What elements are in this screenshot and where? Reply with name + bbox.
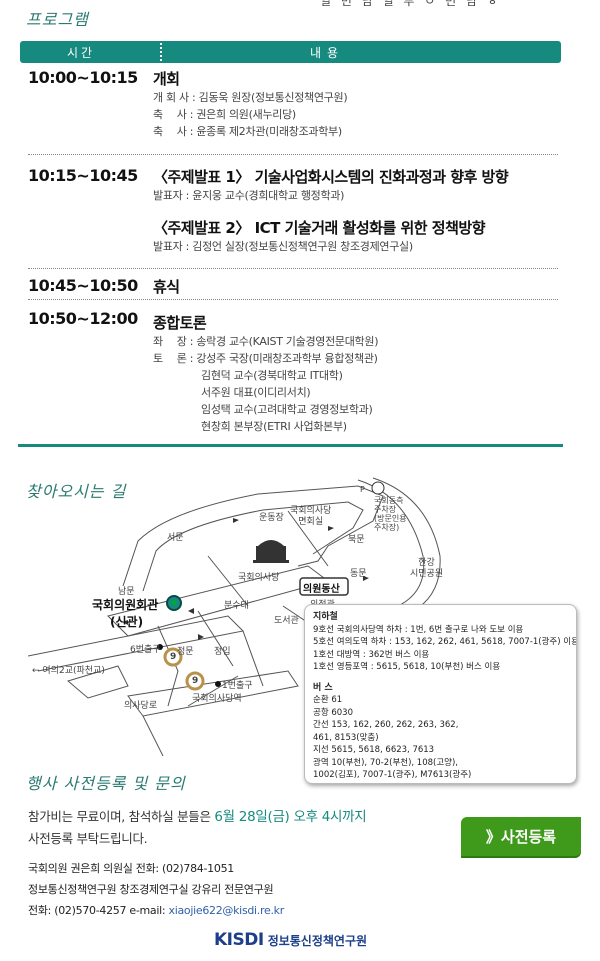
subway-line: 1호선 영등포역 : 5615, 5618, 10(부천) 버스 이용 [313, 662, 501, 672]
map-label-hangang-park: 한강 시민공원 [410, 558, 444, 579]
top-cut-text: 일 빈 남 일 부 ㅇ 빈 남 ㅎ [320, 0, 501, 8]
bus-line: 간선 153, 162, 260, 262, 263, 362, [313, 720, 459, 730]
contact-line: 정보통신정책연구원 창조경제연구실 강유리 전문연구원 [28, 883, 274, 896]
header-separator [160, 43, 162, 61]
header-content: 내용 [310, 46, 345, 60]
panel-member: 서주원 대표(이디리서치) [201, 386, 311, 399]
row-detail: 발표자 : 윤지웅 교수(경희대학교 행정학과) [153, 189, 345, 202]
transit-info-box: 지하철 9호선 국회의사당역 하차 : 1번, 6번 출구로 나와 도보 이용 … [304, 604, 577, 784]
map-label-parking: 국회동측 주차장 (방문인용 주차장) [374, 496, 407, 532]
bus-title: 버 스 [313, 682, 333, 693]
bus-line: 461, 8153(맞춤) [313, 732, 379, 743]
row-detail: 축 사 : 권은희 의원(새누리당) [153, 108, 296, 121]
contact-email-link[interactable]: xiaojie622@kisdi.re.kr [168, 904, 285, 917]
row-title: 〈주제발표 1〉 기술사업화시스템의 진화과정과 향후 방향 [153, 168, 509, 186]
directions-section-title: 찾아오시는 길 [26, 482, 127, 501]
registration-line2: 사전등록 부탁드립니다. [28, 831, 148, 846]
bus-line: 광역 10(부천), 70-2(부천), 108(고양), [313, 757, 458, 768]
row-detail: 발표자 : 김정언 실장(정보통신정책연구원 창조경제연구실) [153, 240, 413, 253]
program-table-header: 시간 내용 [20, 41, 561, 63]
row-time: 10:00~10:15 [28, 68, 138, 87]
row-divider [28, 299, 558, 300]
map-drawing [28, 477, 441, 757]
program-row: 10:50~12:00 종합토론 좌 장 : 송락경 교수(KAIST 기술경영… [28, 309, 560, 439]
map-label-station: 국회의사당역 [192, 694, 242, 704]
map-label-namnum: 남문 [118, 587, 135, 597]
map-label-jeongmun: 정문 [177, 647, 194, 657]
registration-line1: 참가비는 무료이며, 참석하실 분들은 [28, 809, 215, 824]
subway-line: 5호선 여의도역 하차 : 153, 162, 262, 461, 5618, … [313, 637, 577, 647]
bus-line: 공항 6030 [313, 707, 353, 718]
map-label-dongmun: 동문 [350, 569, 367, 579]
map-label-member-building: 국회의원회관 [92, 598, 159, 612]
row-detail: 축 사 : 윤종록 제2차관(미래창조과학부) [153, 125, 342, 138]
location-map: P 국회동측 주차장 (방문인용 주차장) 운동장 국회의사당 면회실 서문 북… [28, 466, 583, 786]
panel-member: 김현덕 교수(경북대학교 IT대학) [201, 369, 343, 382]
assembly-building-icon [253, 540, 289, 563]
subway-line: 9호선 국회의사당역 하차 : 1번, 6번 출구로 나와 도보 이용 [313, 624, 524, 635]
map-label-assembly: 국회의사당 [238, 573, 280, 583]
p-icon: P [360, 485, 365, 494]
program-row: 10:15~10:45 〈주제발표 1〉 기술사업화시스템의 진화과정과 향후 … [28, 166, 560, 262]
subway-line: 1호선 대방역 : 362번 버스 이용 [313, 649, 430, 660]
contact-line: 전화: (02)570-4257 e-mail: [28, 904, 169, 917]
program-section-title: 프로그램 [26, 10, 89, 29]
line9-label-1: 9 [170, 652, 177, 662]
map-label-yeouigyo: ← 여의2교(파천교) [32, 666, 105, 676]
program-row: 10:45~10:50 휴식 [28, 276, 560, 298]
logo-org: 정보통신정책연구원 [267, 934, 368, 948]
map-label-assembly-hall: 국회의사당 면회실 [290, 506, 332, 527]
row-title-2: 〈주제발표 2〉 ICT 기술거래 활성화를 위한 정책방향 [153, 219, 486, 237]
map-label-uiwon: 의원동산 [303, 584, 340, 595]
map-label-seomun: 서문 [167, 533, 184, 543]
pre-registration-button[interactable]: 》사전등록 [461, 817, 581, 856]
row-divider [28, 268, 558, 269]
row-time: 10:45~10:50 [28, 276, 138, 295]
contact-line: 국회의원 권은희 의원실 전화: (02)784-1051 [28, 862, 234, 875]
contact-info: 국회의원 권은희 의원실 전화: (02)784-1051 정보통신정책연구원 … [28, 858, 284, 921]
bus-line: 순환 61 [313, 695, 343, 705]
bus-line: 1002(김포), 7007-1(광주), M7613(광주) [313, 770, 472, 780]
row-time: 10:15~10:45 [28, 166, 138, 185]
map-label-bunsu: 분수대 [224, 601, 249, 611]
map-label-exit1: 1번출구 [222, 681, 253, 691]
line9-marker-1 [163, 647, 183, 667]
line9-label-2: 9 [192, 676, 199, 686]
subway-title: 지하철 [313, 612, 338, 622]
map-label-jeongmun2: 정입 [214, 647, 231, 657]
map-label-exit6: 6번출구 [130, 645, 161, 655]
program-row: 10:00~10:15 개회 개 회 사 : 김동욱 원장(정보통신정책연구원)… [28, 68, 560, 148]
registration-section-title: 행사 사전등록 및 문의 [26, 774, 186, 793]
row-title: 종합토론 [153, 314, 207, 332]
registration-text: 참가비는 무료이며, 참석하실 분들은 6월 28일(금) 오후 4시까지 사전… [28, 806, 367, 850]
map-label-member-building-sub: (신관) [110, 615, 144, 629]
row-detail: 개 회 사 : 김동욱 원장(정보통신정책연구원) [153, 91, 348, 104]
row-detail: 좌 장 : 송락경 교수(KAIST 기술경영전문대학원) [153, 335, 379, 348]
panel-member: 현창희 본부장(ETRI 사업화본부) [201, 420, 347, 433]
bus-line: 지선 5615, 5618, 6623, 7613 [313, 745, 435, 755]
panel-member: 임성택 교수(고려대학교 경영정보학과) [201, 403, 373, 416]
header-time: 시간 [66, 46, 96, 60]
map-label-uisadang-ro: 의사당로 [124, 701, 158, 711]
row-detail: 토 론 : 강성주 국장(미래창조과학부 융합정책관) [153, 352, 378, 365]
row-time: 10:50~12:00 [28, 309, 138, 328]
row-divider [28, 154, 558, 155]
map-label-bukmun: 북문 [348, 535, 365, 545]
logo-brand: KISDI [214, 930, 264, 950]
registration-deadline: 6월 28일(금) 오후 4시까지 [214, 809, 367, 825]
uiwon-box [299, 577, 349, 596]
program-bottom-rule [18, 444, 563, 447]
row-title: 개회 [153, 70, 180, 88]
line9-marker-2 [185, 671, 205, 691]
map-label-field: 운동장 [259, 513, 284, 523]
row-title: 휴식 [153, 278, 180, 296]
map-label-library: 도서관 [274, 616, 299, 626]
